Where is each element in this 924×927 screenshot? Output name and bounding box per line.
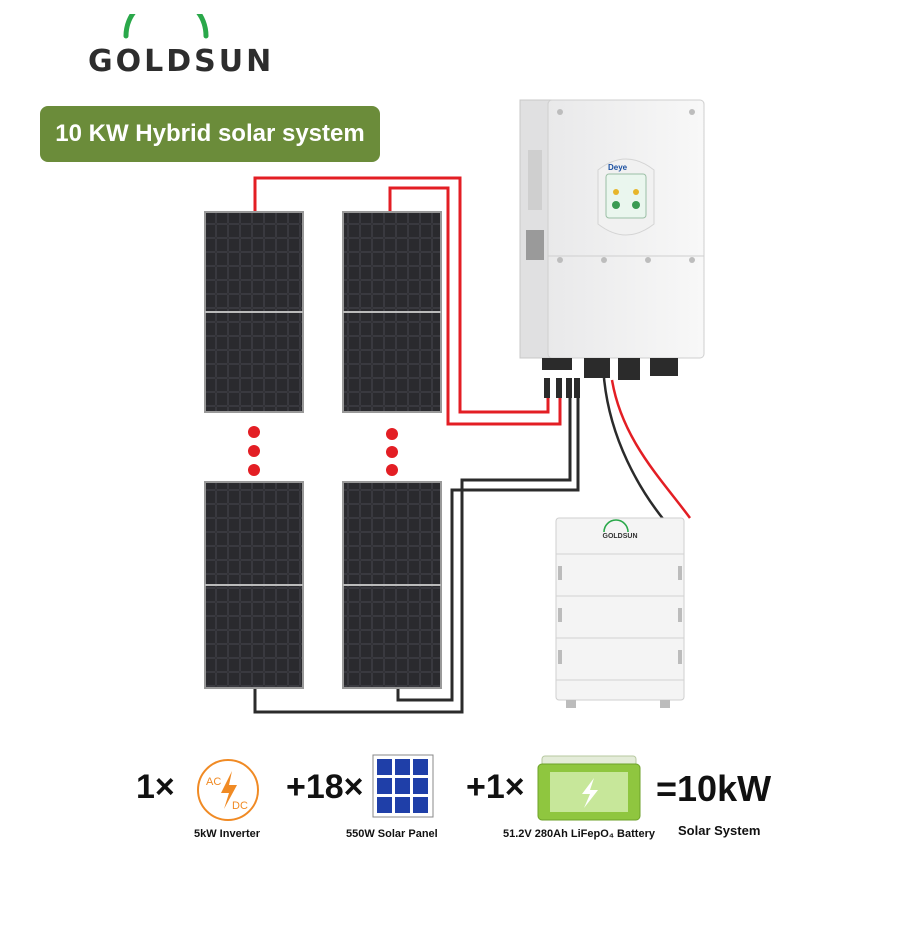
- system-caption: Solar System: [678, 823, 761, 838]
- inverter-connectors: [542, 358, 678, 398]
- battery-quantity: +1×: [466, 768, 525, 806]
- dc-label: DC: [232, 800, 248, 812]
- hybrid-inverter: Deye: [519, 99, 705, 398]
- ac-label: AC: [206, 776, 221, 788]
- logo-arc-icon: [123, 14, 209, 39]
- battery-icon: [537, 755, 641, 821]
- continuation-dots-right: [386, 428, 398, 476]
- solar-panel-bottom-right: [342, 481, 442, 689]
- battery-brand: GOLDSUN: [603, 533, 638, 540]
- solar-panel-bottom-left: [204, 481, 304, 689]
- black-wires: [253, 377, 665, 714]
- title-banner: 10 KW Hybrid solar system: [40, 106, 380, 162]
- system-diagram: Deye GOLDSUN: [204, 99, 705, 714]
- brand-logo: GOLDSUN: [88, 14, 288, 84]
- solar-panel-icon: [372, 754, 434, 818]
- continuation-dots-left: [248, 426, 260, 476]
- inverter-caption: 5kW Inverter: [194, 828, 261, 840]
- battery-stack: GOLDSUN: [555, 517, 685, 708]
- inverter-display: [605, 173, 647, 219]
- inverter-brand: Deye: [608, 163, 628, 172]
- solar-panel-top-right: [342, 211, 442, 413]
- battery-caption: 51.2V 280Ah LiFepO₄ Battery: [503, 828, 655, 840]
- panel-quantity: +18×: [286, 768, 364, 806]
- inverter-quantity: 1×: [136, 768, 175, 806]
- system-total: =10kW: [656, 768, 772, 809]
- ac-dc-icon: AC DC: [197, 759, 259, 821]
- brand-name: GOLDSUN: [88, 44, 275, 79]
- page-title: 10 KW Hybrid solar system: [55, 120, 365, 147]
- solar-panel-top-left: [204, 211, 304, 413]
- panel-caption: 550W Solar Panel: [346, 828, 438, 840]
- red-wires: [253, 176, 692, 519]
